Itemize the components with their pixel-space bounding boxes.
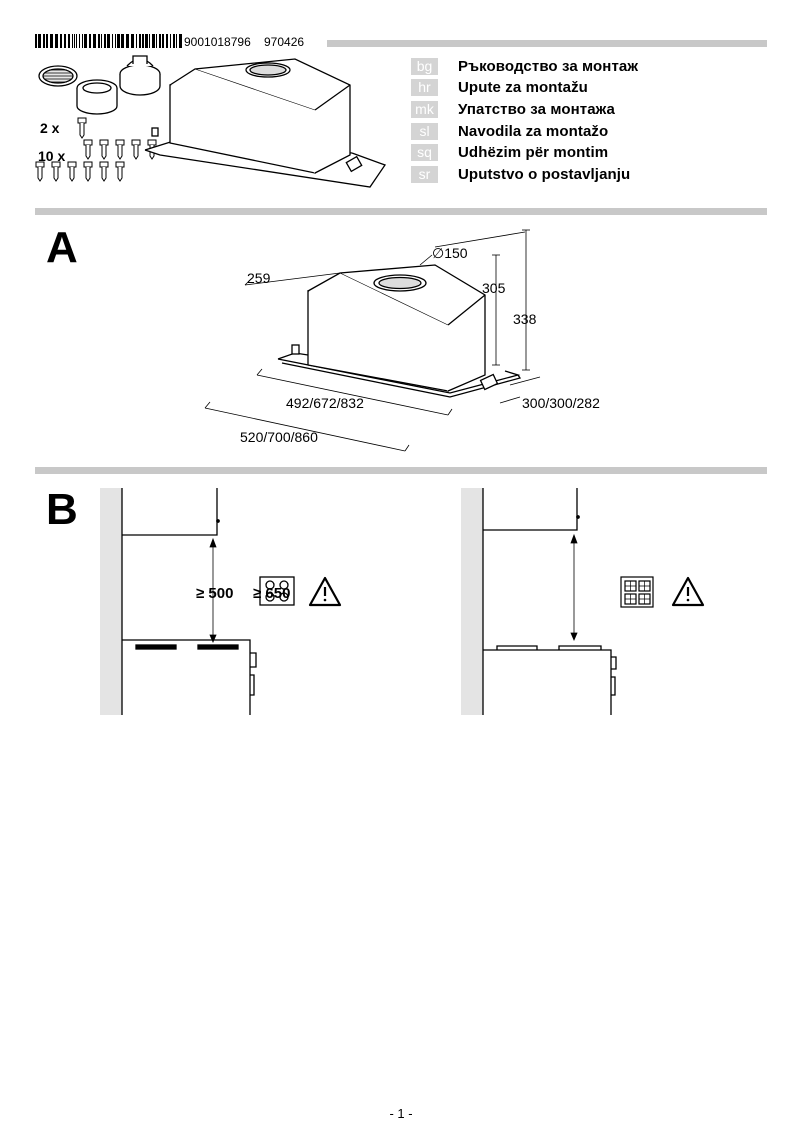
language-code: mk bbox=[411, 100, 438, 118]
language-title: Udhëzim për montim bbox=[458, 143, 609, 161]
document-code: 970426 bbox=[264, 35, 305, 49]
dim-height-total: 338 bbox=[513, 311, 537, 327]
screw-icon bbox=[131, 139, 141, 160]
language-row-sl: sl Navodila za montažo bbox=[411, 121, 608, 141]
duct-adapter-icon bbox=[76, 79, 118, 115]
section-a-letter: A bbox=[46, 223, 78, 272]
language-row-mk: mk Упатство за монтажа bbox=[411, 99, 615, 119]
gas-hob-icon bbox=[620, 576, 654, 608]
installation-drawing-electric: ≥ 500 ≥ 650 bbox=[100, 488, 342, 715]
dim-diameter: ∅150 bbox=[432, 245, 468, 261]
language-row-sq: sq Udhëzim për montim bbox=[411, 142, 608, 162]
screw-count-small: 2 x bbox=[40, 120, 60, 136]
language-code: hr bbox=[411, 78, 438, 96]
screw-icon bbox=[35, 161, 45, 182]
language-title: Ръководство за монтаж bbox=[458, 57, 639, 75]
section-b-rule bbox=[35, 467, 767, 474]
language-title: Navodila za montažo bbox=[458, 122, 609, 140]
dim-depth-bottom: 300/300/282 bbox=[522, 395, 600, 411]
dim-width-inner: 492/672/832 bbox=[286, 395, 364, 411]
hood-dimension-drawing: ∅150 259 305 338 492/672/832 520/700/860… bbox=[204, 229, 600, 452]
hood-illustration-small bbox=[144, 58, 387, 188]
language-code: bg bbox=[411, 57, 438, 75]
screw-icon bbox=[99, 161, 109, 182]
dim-depth-top: 259 bbox=[247, 270, 271, 286]
accessories-illustration: 2 x 10 x bbox=[35, 55, 161, 182]
electric-hob-icon bbox=[259, 576, 295, 606]
warning-icon bbox=[308, 576, 342, 607]
section-a-rule bbox=[35, 208, 767, 215]
language-row-bg: bg Ръководство за монтаж bbox=[411, 56, 638, 76]
header-rule bbox=[327, 40, 767, 47]
article-number: 9001018796 bbox=[184, 35, 251, 49]
screw-icon bbox=[115, 161, 125, 182]
grille-icon bbox=[38, 65, 78, 87]
screw-icon bbox=[51, 161, 61, 182]
language-code: sr bbox=[411, 165, 438, 183]
page-number: - 1 - bbox=[389, 1106, 413, 1121]
screw-icon bbox=[77, 117, 87, 139]
warning-icon bbox=[671, 576, 705, 607]
language-title: Upute za montažu bbox=[458, 78, 588, 96]
language-title: Uputstvo o postavljanju bbox=[458, 165, 631, 183]
screw-icon bbox=[83, 139, 93, 160]
language-row-hr: hr Upute za montažu bbox=[411, 77, 588, 97]
barcode bbox=[35, 34, 182, 48]
min-distance-electric: ≥ 500 bbox=[196, 585, 233, 602]
min-distance-gas: ≥ 650 bbox=[253, 585, 290, 602]
dim-height-inner: 305 bbox=[482, 280, 506, 296]
screw-icon bbox=[67, 161, 77, 182]
screw-icon bbox=[115, 139, 125, 160]
installation-drawing-gas bbox=[461, 488, 705, 715]
backflow-flap-icon bbox=[119, 55, 161, 96]
language-code: sl bbox=[411, 122, 438, 140]
language-row-sr: sr Uputstvo o postavljanju bbox=[411, 164, 630, 184]
screw-count-large: 10 x bbox=[38, 148, 65, 164]
language-code: sq bbox=[411, 143, 438, 161]
dim-width-outer: 520/700/860 bbox=[240, 429, 318, 445]
screw-icon bbox=[99, 139, 109, 160]
language-title: Упатство за монтажа bbox=[458, 100, 615, 118]
screw-icon bbox=[83, 161, 93, 182]
section-b-letter: B bbox=[46, 485, 78, 534]
